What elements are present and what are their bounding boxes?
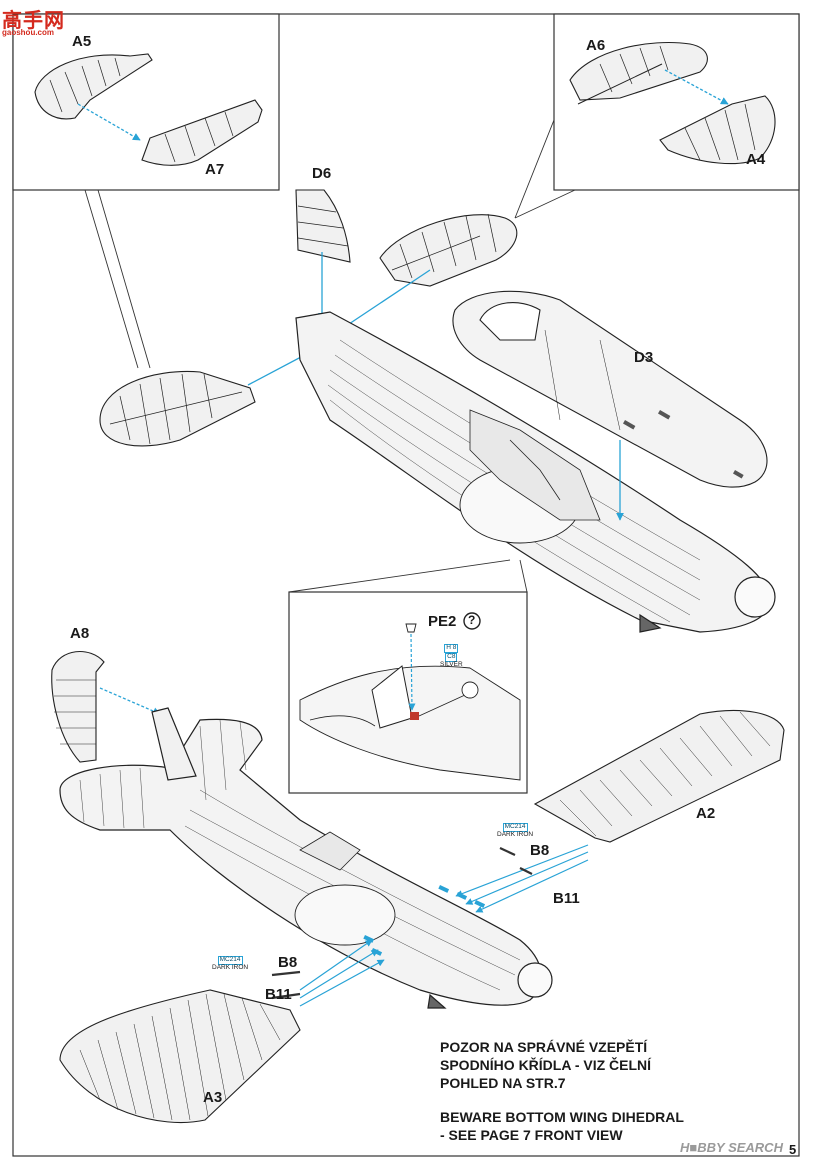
label-d3: D3 bbox=[634, 349, 654, 366]
note-czech: POZOR NA SPRÁVNÉ VZEPĚTÍ SPODNÍHO KŘÍDLA… bbox=[440, 1038, 651, 1092]
part-a5-elevator bbox=[34, 53, 153, 120]
part-a3-lower-wing bbox=[59, 989, 301, 1123]
label-pe2: PE2 bbox=[428, 613, 457, 630]
gun-barrels-right bbox=[499, 847, 533, 875]
label-a6: A6 bbox=[586, 37, 606, 54]
help-icon bbox=[463, 612, 481, 630]
page-border bbox=[12, 13, 800, 1157]
cockpit-area bbox=[469, 409, 601, 521]
site-logo: 高手网 gaoshou.com bbox=[2, 4, 80, 38]
page-number: 5 bbox=[789, 1142, 797, 1157]
label-b8-left: B8 bbox=[278, 954, 298, 971]
note-cz-line: POZOR NA SPRÁVNÉ VZEPĚTÍ bbox=[440, 1039, 648, 1055]
part-d6-rudder bbox=[295, 189, 351, 263]
label-b11-left: B11 bbox=[265, 986, 292, 1003]
part-a2-lower-wing bbox=[533, 709, 785, 843]
note-cz-line: POHLED NA STR.7 bbox=[440, 1075, 566, 1091]
part-a6-elevator bbox=[569, 41, 708, 105]
help-glyph: ? bbox=[468, 613, 476, 627]
watermark: H■BBY SEARCH bbox=[680, 1140, 783, 1155]
label-b8-right: B8 bbox=[530, 842, 550, 859]
label-a4: A4 bbox=[746, 151, 766, 168]
label-b11-right: B11 bbox=[553, 890, 580, 907]
paint-callout-pe2: H 8 C8 SILVER bbox=[440, 644, 463, 668]
inset-panel-top-left bbox=[12, 13, 280, 369]
site-logo-name: 高手网 bbox=[2, 8, 65, 32]
label-d6: D6 bbox=[312, 165, 332, 182]
label-a5: A5 bbox=[72, 33, 92, 50]
part-d3-cowling bbox=[452, 290, 768, 488]
label-a2: A2 bbox=[696, 805, 716, 822]
label-a8: A8 bbox=[70, 625, 90, 642]
note-cz-line: SPODNÍHO KŘÍDLA - VIZ ČELNÍ bbox=[440, 1057, 652, 1073]
paint-color-name: DARK IRON bbox=[497, 830, 534, 838]
label-a3: A3 bbox=[203, 1089, 223, 1106]
gun-barrels-left bbox=[271, 970, 301, 1000]
fuselage-lower bbox=[59, 707, 553, 1009]
part-a4-elevator bbox=[659, 95, 776, 165]
paint-callout-right-guns: MC214 DARK IRON bbox=[497, 823, 533, 839]
part-tailplane-right bbox=[379, 213, 518, 287]
note-en-line: BEWARE BOTTOM WING DIHEDRAL bbox=[440, 1109, 684, 1125]
part-a8-rudder bbox=[51, 650, 105, 763]
note-english: BEWARE BOTTOM WING DIHEDRAL - SEE PAGE 7… bbox=[440, 1108, 684, 1144]
inset-panel-pe2-detail bbox=[288, 559, 528, 794]
site-logo-url: gaoshou.com bbox=[2, 28, 55, 37]
paint-callout-left-guns: MC214 DARK IRON bbox=[212, 956, 248, 972]
part-tailplane-left bbox=[99, 370, 256, 447]
pe2-part-highlight bbox=[410, 712, 419, 720]
note-en-line: - SEE PAGE 7 FRONT VIEW bbox=[440, 1127, 623, 1143]
label-a7: A7 bbox=[205, 161, 225, 178]
paint-color-name: DARK IRON bbox=[212, 963, 249, 971]
part-a7-elevator bbox=[141, 99, 263, 166]
paint-code-h: H 8 bbox=[444, 644, 459, 653]
paint-color-name: SILVER bbox=[440, 660, 463, 668]
